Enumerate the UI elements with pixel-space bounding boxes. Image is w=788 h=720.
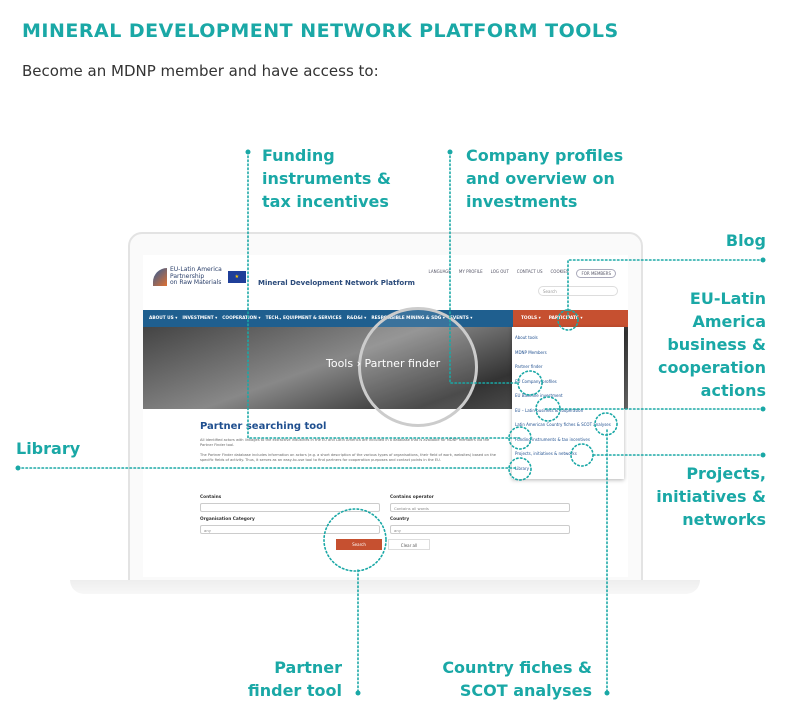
- menu-item[interactable]: Projects, initiatives & networks: [515, 451, 577, 456]
- category-select[interactable]: any: [200, 525, 380, 534]
- language-link[interactable]: LANGUAGE: [428, 269, 451, 274]
- page-title: MINERAL DEVELOPMENT NETWORK PLATFORM TOO…: [22, 20, 619, 42]
- menu-item[interactable]: Latin American Country fiches & SCOT ana…: [515, 422, 611, 427]
- clear-all-button[interactable]: Clear all: [388, 539, 430, 550]
- search-input[interactable]: Search: [538, 286, 618, 296]
- logout-link[interactable]: LOG OUT: [490, 269, 509, 274]
- laptop-base: [70, 580, 700, 594]
- contains-input[interactable]: [200, 503, 380, 512]
- callout-projects: Projects,initiatives &networks: [656, 464, 766, 529]
- nav-tech[interactable]: TECH., EQUIPMENT & SERVICES: [265, 316, 342, 321]
- menu-item[interactable]: EU Baseline investment: [515, 393, 563, 398]
- menu-item[interactable]: MDNP Members: [515, 349, 547, 355]
- callout-blog: Blog: [725, 231, 766, 250]
- operator-label: Contains operator: [390, 495, 434, 500]
- nav-participate[interactable]: PARTICIPATE ▾: [548, 316, 583, 321]
- section-heading: Partner searching tool: [200, 421, 327, 432]
- country-label: Country: [390, 517, 410, 522]
- menu-item[interactable]: Library: [515, 465, 529, 471]
- menu-item[interactable]: EU – Latin business & cooperation: [515, 407, 584, 413]
- menu-item[interactable]: About tools: [515, 335, 538, 340]
- menu-item[interactable]: Funding instruments & tax incentives: [515, 436, 590, 442]
- my-profile-link[interactable]: MY PROFILE: [458, 269, 483, 274]
- tools-dropdown: About tools MDNP Members Partner finder …: [512, 327, 624, 479]
- nav-rdi[interactable]: R&D&I ▾: [346, 316, 367, 321]
- nav-cooperation[interactable]: COOPERATION ▾: [222, 316, 261, 321]
- description-text: The Partner Finder database includes inf…: [200, 453, 496, 462]
- nav-about[interactable]: ABOUT US ▾: [149, 316, 178, 321]
- platform-name: Mineral Development Network Platform: [258, 279, 415, 287]
- nav-tools[interactable]: TOOLS ▾: [521, 316, 541, 321]
- subtitle: Become an MDNP member and have access to…: [22, 62, 379, 80]
- intro-text: All identified actors with linkages to t…: [200, 438, 490, 447]
- category-label: Organisation Category: [200, 517, 255, 522]
- operator-select[interactable]: Contains all words: [390, 503, 570, 512]
- country-select[interactable]: any: [390, 525, 570, 534]
- menu-item[interactable]: Partner finder: [515, 364, 543, 369]
- cookies-link[interactable]: COOKIES: [550, 269, 569, 274]
- eu-flag-icon: ★: [227, 270, 246, 283]
- menu-item[interactable]: EU Company profiles: [515, 378, 557, 384]
- breadcrumb: Tools › Partner finder: [326, 357, 441, 370]
- for-members-button[interactable]: FOR MEMBERS: [576, 269, 616, 278]
- contains-label: Contains: [200, 495, 222, 500]
- search-button[interactable]: Search: [336, 539, 382, 550]
- contact-link[interactable]: CONTACT US: [516, 269, 543, 274]
- callout-library: Library: [16, 439, 81, 458]
- callout-country-fiches: Country fiches &SCOT analyses: [442, 658, 592, 700]
- nav-investment[interactable]: INVESTMENT ▾: [182, 316, 218, 321]
